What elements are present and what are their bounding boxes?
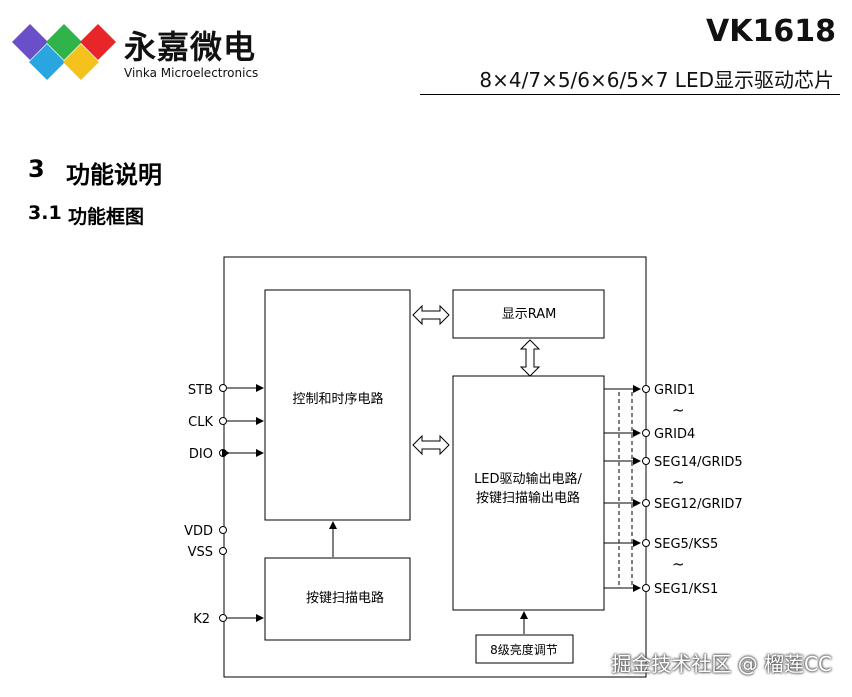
- pin-seg12-terminal: [642, 499, 650, 507]
- pin-clk-terminal: [219, 417, 227, 425]
- control-timing-block: [264, 289, 411, 521]
- pin-vss-terminal: [219, 547, 227, 555]
- led-driver-label-line2: 按键扫描输出电路: [476, 490, 580, 506]
- display-ram-block: [452, 289, 605, 339]
- led-driver-label-line1: LED驱动输出电路/: [474, 471, 582, 487]
- logo-diamond-purple: [12, 24, 48, 60]
- pin-seg14-terminal: [642, 457, 650, 465]
- subsection-number: 3.1: [28, 202, 62, 224]
- pin-vdd-label: VDD: [184, 524, 213, 539]
- control-ram-double-arrow-icon: [412, 304, 450, 326]
- pin-k2-label: K2: [193, 612, 210, 627]
- logo-diamond-red: [80, 24, 116, 60]
- pin-clk-label: CLK: [188, 415, 213, 430]
- dimming-label: 8级亮度调节: [490, 642, 558, 657]
- logo-diamonds-icon: [12, 24, 116, 80]
- pin-seg1-label: SEG1/KS1: [654, 582, 718, 597]
- pin-vdd-terminal: [219, 526, 227, 534]
- watermark: 掘金技术社区 @ 榴莲CC: [611, 652, 832, 676]
- pin-seg5-label: SEG5/KS5: [654, 537, 718, 552]
- header-rule: [420, 94, 840, 95]
- section-title: 功能说明: [66, 161, 162, 189]
- pin-seg12-label: SEG12/GRID7: [654, 497, 743, 512]
- subsection-title: 功能框图: [68, 206, 145, 228]
- pin-grid1-label: GRID1: [654, 383, 695, 398]
- logo-english-name: Vinka Microelectronics: [124, 66, 259, 80]
- tilde-seg-grid: ~: [672, 473, 685, 491]
- pin-seg5-terminal: [642, 539, 650, 547]
- section-number: 3: [28, 155, 45, 183]
- control-timing-label: 控制和时序电路: [292, 391, 383, 407]
- right-pins: [604, 385, 650, 592]
- product-name: VK1618: [706, 14, 836, 49]
- pin-grid1-terminal: [642, 385, 650, 393]
- pin-grid4-terminal: [642, 429, 650, 437]
- control-driver-double-arrow-icon: [412, 434, 450, 456]
- pin-vss-label: VSS: [188, 545, 213, 560]
- pin-stb-label: STB: [188, 383, 213, 398]
- led-driver-block: [452, 375, 605, 611]
- pin-stb-terminal: [219, 384, 227, 392]
- display-ram-label: 显示RAM: [502, 307, 557, 322]
- logo-chinese-name: 永嘉微电: [124, 28, 257, 66]
- dimming-block: [475, 634, 574, 664]
- key-scan-label: 按键扫描电路: [306, 590, 384, 606]
- key-scan-block: [264, 557, 411, 641]
- pin-seg14-label: SEG14/GRID5: [654, 455, 743, 470]
- pin-dio-terminal: [219, 449, 227, 457]
- logo-diamond-green: [46, 24, 82, 60]
- ram-driver-double-arrow-icon: [519, 339, 541, 377]
- left-pins: [219, 384, 264, 622]
- product-subtitle: 8×4/7×5/6×6/5×7 LED显示驱动芯片: [479, 68, 834, 92]
- pin-k2-terminal: [219, 614, 227, 622]
- tilde-seg-ks: ~: [672, 555, 685, 573]
- pin-grid4-label: GRID4: [654, 427, 695, 442]
- pin-seg1-terminal: [642, 584, 650, 592]
- logo-diamond-blue: [29, 44, 65, 80]
- chip-outline: [223, 256, 647, 678]
- logo-diamond-yellow: [63, 44, 99, 80]
- pin-dio-label: DIO: [189, 447, 213, 462]
- tilde-grid: ~: [672, 401, 685, 419]
